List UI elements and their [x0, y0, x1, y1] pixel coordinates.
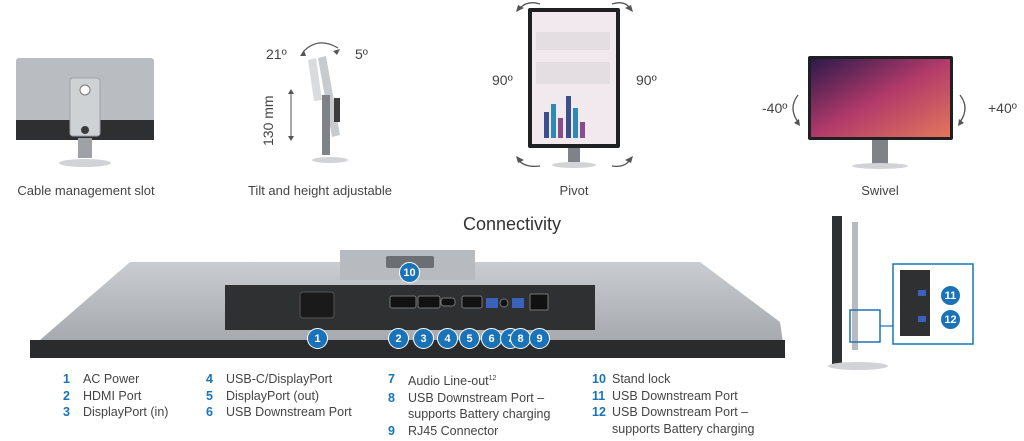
- height-range: 130 mm: [260, 95, 276, 146]
- port-badge-2: 2: [388, 328, 409, 349]
- port-badge-5: 5: [459, 328, 480, 349]
- port-badge-3: 3: [413, 328, 434, 349]
- port-badge-1: 1: [307, 328, 328, 349]
- port-badge-11: 11: [940, 285, 961, 306]
- legend-item-12-cont: supports Battery charging: [612, 421, 755, 436]
- connectivity-title: Connectivity: [462, 214, 562, 234]
- monitor-bottom-illustration: [30, 250, 785, 358]
- port-badge-12: 12: [940, 309, 961, 330]
- swivel-right-angle: +40º: [988, 100, 1017, 116]
- pivot-illustration: [516, 2, 633, 168]
- port-badge-8: 8: [510, 328, 531, 349]
- tilt-height-illustration: [288, 42, 348, 163]
- caption-cable-management: Cable management slot: [17, 183, 155, 198]
- legend-item-8-cont: supports Battery charging: [408, 407, 551, 422]
- tilt-back-angle: 21º: [266, 46, 287, 62]
- pivot-right-angle: 90º: [636, 72, 657, 88]
- port-badge-6: 6: [481, 328, 502, 349]
- swivel-left-angle: -40º: [762, 100, 788, 116]
- pivot-left-angle: 90º: [492, 72, 513, 88]
- caption-pivot: Pivot: [559, 183, 589, 198]
- monitor-side-illustration: [828, 216, 974, 370]
- tilt-forward-angle: 5º: [355, 46, 368, 62]
- swivel-illustration: [792, 56, 966, 169]
- monitor-rear-illustration: [16, 58, 154, 167]
- port-badge-10: 10: [399, 262, 420, 283]
- port-badge-9: 9: [529, 328, 550, 349]
- port-badge-4: 4: [437, 328, 458, 349]
- caption-swivel: Swivel: [861, 183, 899, 198]
- caption-tilt-height: Tilt and height adjustable: [247, 183, 393, 198]
